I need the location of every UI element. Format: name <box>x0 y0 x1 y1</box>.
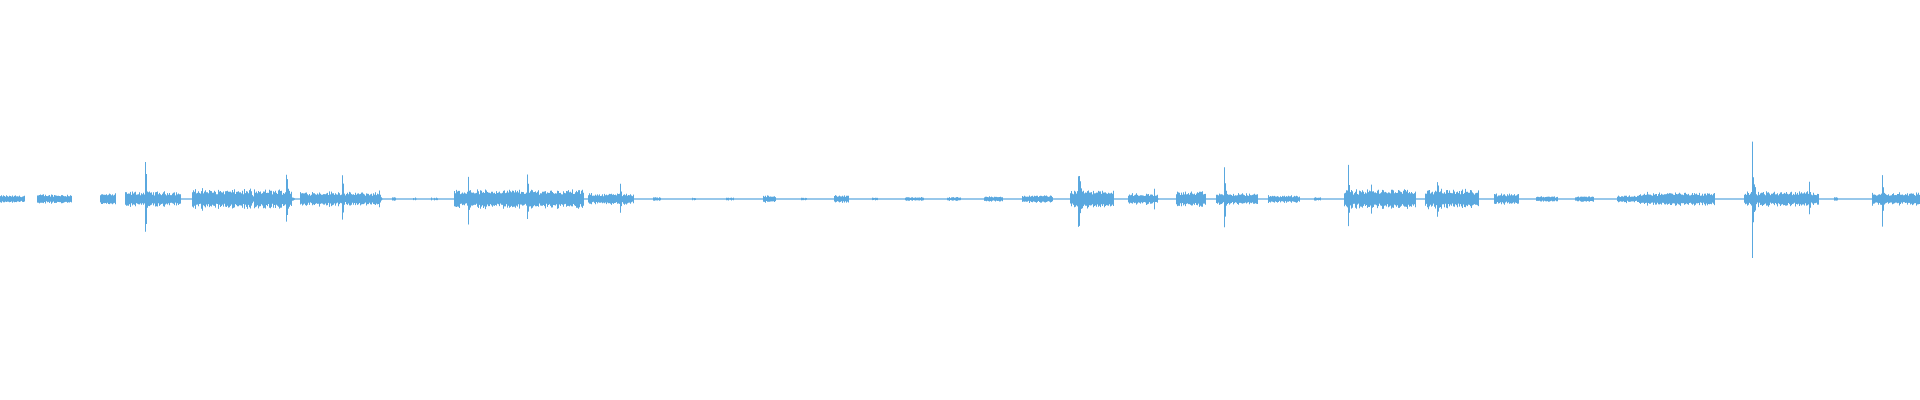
waveform-trace <box>0 141 1920 258</box>
waveform-bars <box>0 141 1920 258</box>
